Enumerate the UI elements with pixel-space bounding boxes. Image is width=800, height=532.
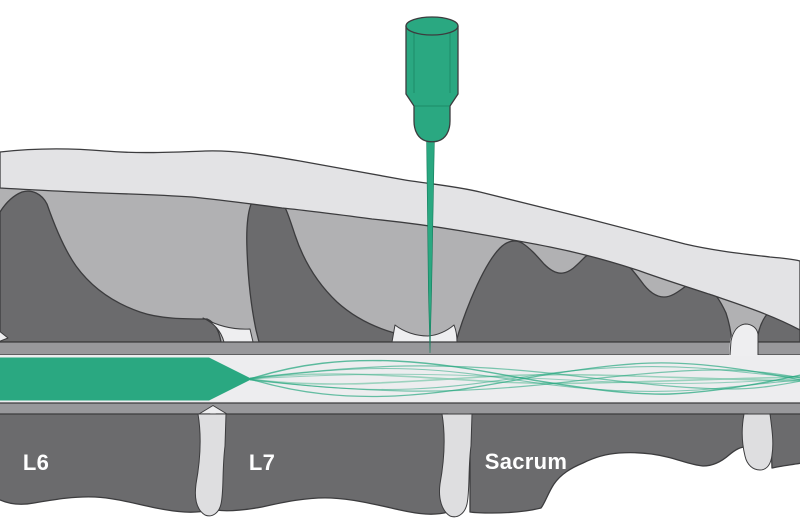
spinal-cord: [0, 357, 252, 401]
disc-l7-sacrum: [439, 413, 473, 518]
label-sacrum: Sacrum: [485, 449, 568, 474]
label-l7: L7: [249, 450, 275, 475]
label-l6: L6: [23, 450, 49, 475]
vertebra-l6: [0, 413, 211, 513]
cauda-equina-nerves: [249, 359, 800, 398]
sacrocaudal-space: [729, 324, 758, 356]
needle-hub-body: [405, 25, 459, 143]
spinous-process-l6: [0, 190, 222, 343]
left-edge-notch: [0, 330, 9, 342]
canal-floor: [0, 402, 800, 416]
vertebra-caudal: [769, 413, 800, 469]
epidural-needle: [405, 16, 459, 354]
vertebra-sacrum: [469, 413, 749, 514]
needle-hub-facets: [413, 30, 451, 107]
vertebra-l7: [215, 413, 449, 515]
disc-sacrum-caudal: [741, 413, 774, 471]
disc-l6-l7: [194, 413, 227, 517]
canal-roof-lamina: [0, 341, 800, 356]
interarcuate-space-l7-s1: [391, 324, 458, 343]
skin-layer: [0, 148, 800, 331]
sacrocaudal-space-outline: [729, 323, 759, 356]
needle-hub-top: [405, 16, 459, 36]
